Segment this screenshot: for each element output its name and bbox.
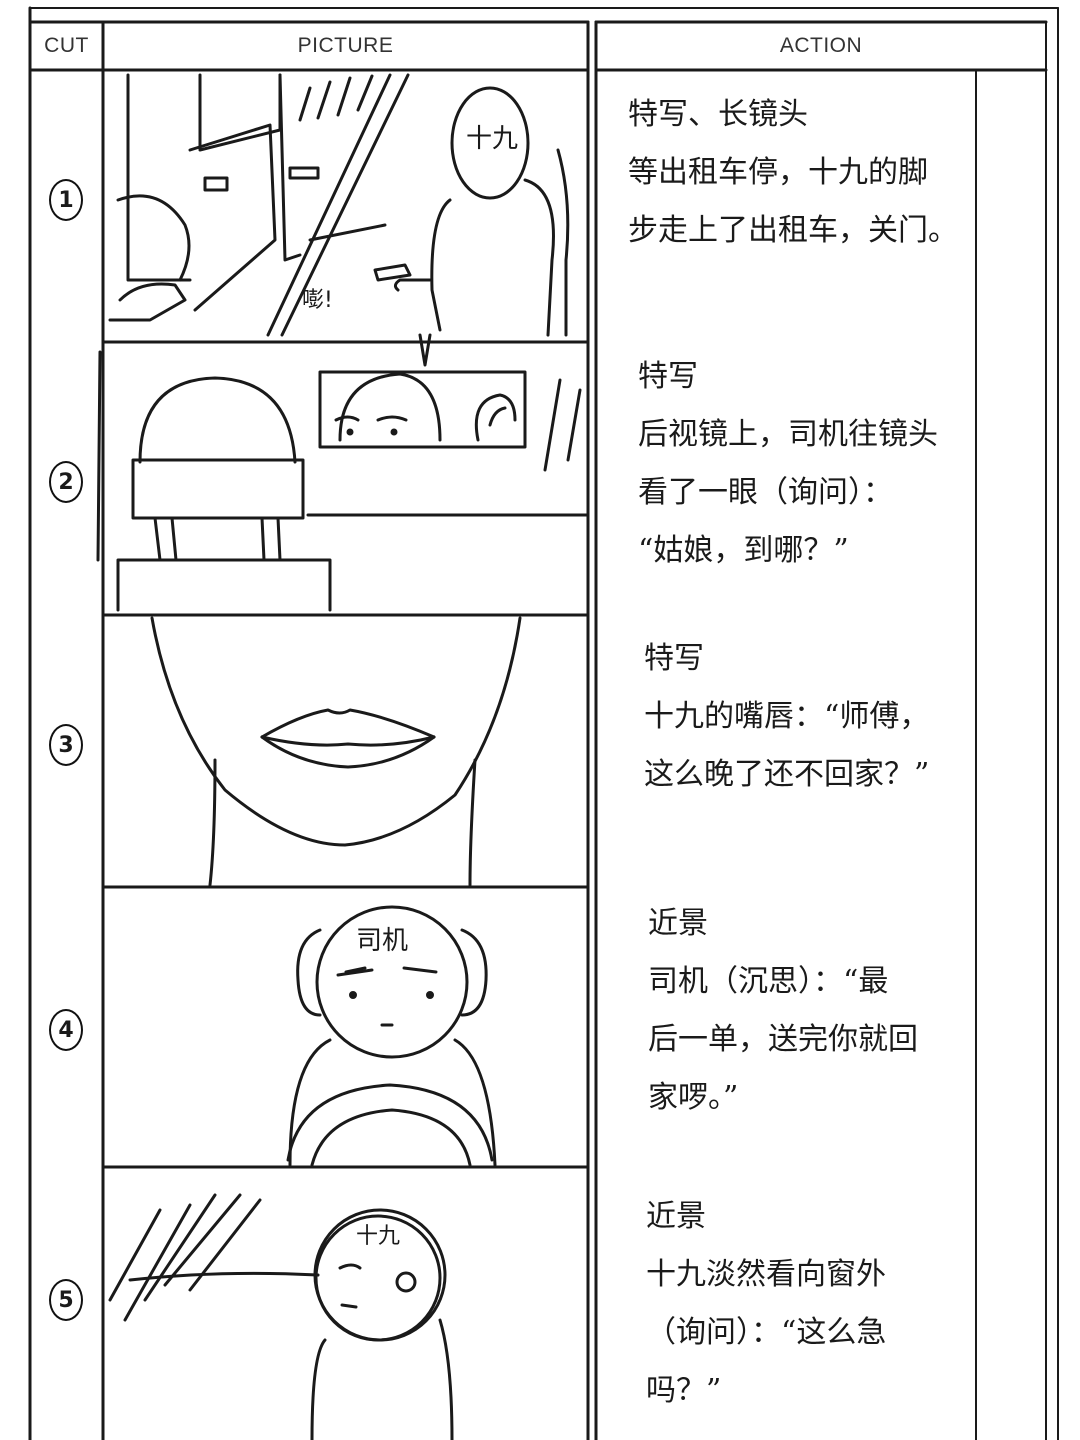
cut-number-circle: 3	[49, 724, 83, 766]
action-line: 步走上了出租车，关门。	[628, 213, 958, 248]
action-line: 后视镜上，司机往镜头	[638, 417, 938, 452]
header-picture: PICTURE	[103, 22, 588, 70]
action-cut-2: 特写 后视镜上，司机往镜头 看了一眼（询问）： “姑娘，到哪？”	[638, 348, 978, 580]
panel-1-sketch	[108, 73, 570, 367]
cut-number-3: 3	[30, 715, 102, 775]
header-cut-label: CUT	[44, 34, 89, 57]
cut-number-4: 4	[30, 1000, 102, 1060]
action-line: 看了一眼（询问）：	[638, 475, 893, 510]
cut-number-circle: 5	[49, 1279, 83, 1321]
action-line: 司机（沉思）：“最	[648, 964, 889, 999]
cut-number-1: 1	[30, 170, 102, 230]
panel-4-sketch	[286, 905, 497, 1167]
action-line: 近景	[646, 1199, 706, 1234]
header-action-label: ACTION	[779, 34, 863, 57]
action-line: 等出租车停，十九的脚	[628, 155, 928, 190]
action-cut-1: 特写、长镜头 等出租车停，十九的脚 步走上了出租车，关门。	[628, 86, 968, 260]
action-cut-3: 特写 十九的嘴唇：“师傅， 这么晚了还不回家？”	[644, 630, 984, 804]
action-line: “姑娘，到哪？”	[638, 533, 849, 568]
header-action: ACTION	[596, 22, 1046, 70]
action-line: 特写	[644, 641, 704, 676]
panel-1-label-sfx: 嘭!	[302, 288, 333, 313]
action-line: 十九淡然看向窗外	[646, 1257, 886, 1292]
panel-4-label-driver: 司机	[356, 926, 409, 956]
action-line: 后一单，送完你就回	[648, 1022, 918, 1057]
action-line: 吗？”	[646, 1373, 722, 1408]
header-cut: CUT	[30, 22, 103, 70]
panel-3-sketch	[150, 616, 522, 887]
action-line: 特写、长镜头	[628, 97, 808, 132]
header-picture-label: PICTURE	[297, 34, 394, 57]
action-line: 十九的嘴唇：“师傅，	[644, 699, 930, 734]
cut-number-circle: 1	[49, 179, 83, 221]
action-cut-5: 近景 十九淡然看向窗外 （询问）：“这么急 吗？”	[646, 1188, 986, 1420]
action-line: 特写	[638, 359, 698, 394]
action-cut-4: 近景 司机（沉思）：“最 后一单，送完你就回 家啰。”	[648, 895, 988, 1127]
action-line: 近景	[648, 906, 708, 941]
panel-2-sketch	[96, 350, 590, 612]
cut-number-2: 2	[30, 452, 102, 512]
cut-number-5: 5	[30, 1270, 102, 1330]
action-line: （询问）：“这么急	[646, 1315, 887, 1350]
panel-5-label-shijiu: 十九	[356, 1224, 401, 1249]
panel-5-sketch	[108, 1193, 454, 1440]
action-line: 家啰。”	[648, 1080, 739, 1115]
panel-1-label-shijiu: 十九	[466, 124, 519, 154]
cut-number-circle: 4	[49, 1009, 83, 1051]
action-line: 这么晚了还不回家？”	[644, 757, 930, 792]
cut-number-circle: 2	[49, 461, 83, 503]
